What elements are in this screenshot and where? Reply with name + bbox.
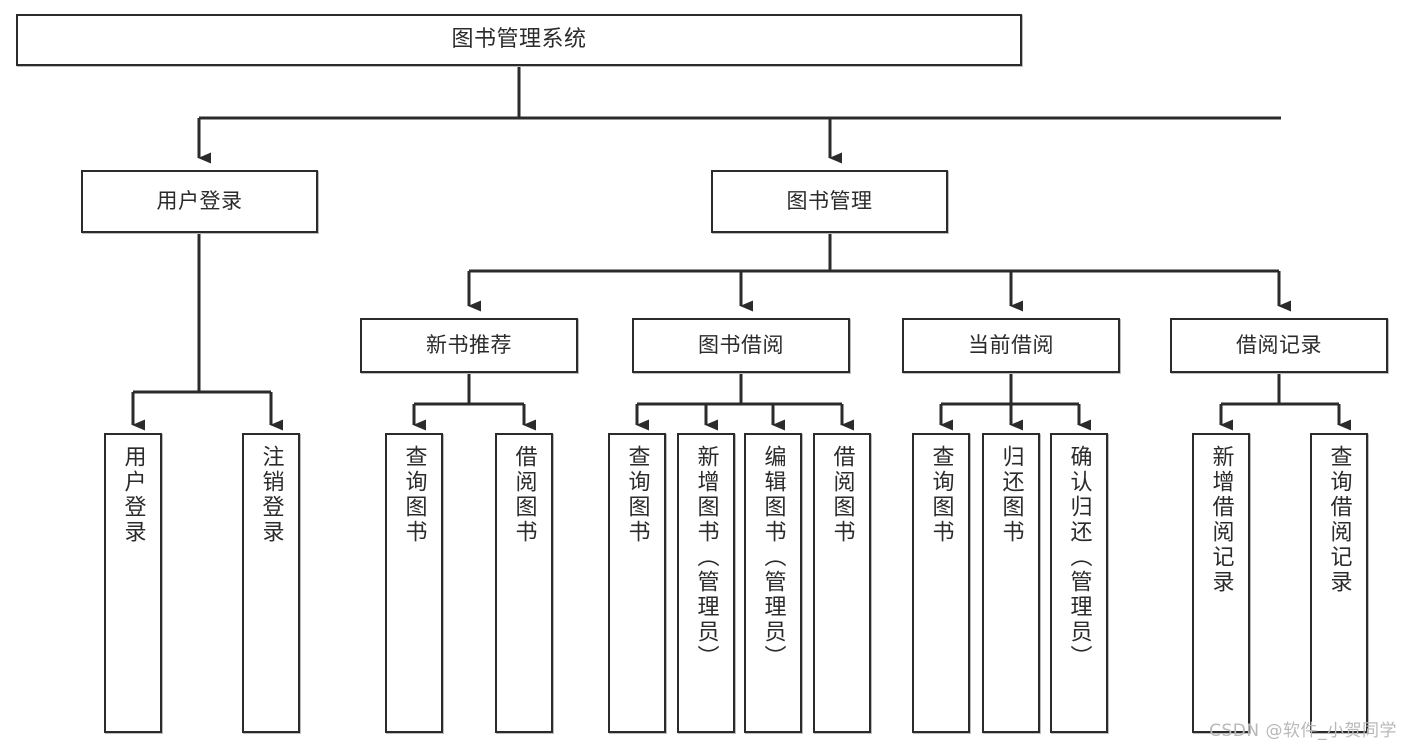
leaf-new-book-query[interactable]: 查询图书 [385, 433, 443, 733]
node-label: 编辑图书（管理员） [760, 445, 786, 670]
leaf-borrow-query-book[interactable]: 查询图书 [608, 433, 666, 733]
node-label: 查询借阅记录 [1326, 445, 1352, 595]
node-label: 查询图书 [624, 445, 650, 545]
leaf-new-book-borrow[interactable]: 借阅图书 [495, 433, 553, 733]
node-label: 新增借阅记录 [1208, 445, 1234, 595]
leaf-user-login-login[interactable]: 用户登录 [104, 433, 162, 733]
csdn-watermark: CSDN @软件_小贺同学 [1209, 721, 1397, 741]
node-label: 借阅记录 [1236, 333, 1322, 358]
node-label: 图书管理 [786, 189, 873, 214]
node-book-borrow[interactable]: 图书借阅 [632, 318, 850, 373]
node-user-login[interactable]: 用户登录 [81, 170, 318, 233]
leaf-record-add-record[interactable]: 新增借阅记录 [1192, 433, 1250, 733]
node-label: 图书借阅 [698, 333, 784, 358]
node-root-system[interactable]: 图书管理系统 [16, 14, 1022, 66]
node-label: 借阅图书 [511, 445, 537, 545]
leaf-record-query-record[interactable]: 查询借阅记录 [1310, 433, 1368, 733]
node-label: 新增图书（管理员） [693, 445, 719, 670]
node-label: 确认归还（管理员） [1066, 445, 1092, 670]
node-label: 注销登录 [258, 445, 284, 545]
node-current-borrow[interactable]: 当前借阅 [902, 318, 1120, 373]
leaf-user-login-logout[interactable]: 注销登录 [242, 433, 300, 733]
node-label: 当前借阅 [968, 333, 1054, 358]
node-label: 查询图书 [928, 445, 954, 545]
leaf-borrow-edit-book-admin[interactable]: 编辑图书（管理员） [744, 433, 802, 733]
node-label: 查询图书 [401, 445, 427, 545]
leaf-current-query-book[interactable]: 查询图书 [912, 433, 970, 733]
node-label: 归还图书 [998, 445, 1024, 545]
node-new-book-recommend[interactable]: 新书推荐 [360, 318, 578, 373]
node-label: 用户登录 [156, 189, 243, 214]
leaf-borrow-borrow-book[interactable]: 借阅图书 [813, 433, 871, 733]
node-label: 新书推荐 [426, 333, 512, 358]
node-book-management[interactable]: 图书管理 [711, 170, 948, 233]
leaf-current-return-book[interactable]: 归还图书 [982, 433, 1040, 733]
node-label: 借阅图书 [829, 445, 855, 545]
node-label: 图书管理系统 [451, 27, 587, 53]
node-label: 用户登录 [120, 445, 146, 545]
leaf-borrow-add-book-admin[interactable]: 新增图书（管理员） [677, 433, 735, 733]
node-borrow-record[interactable]: 借阅记录 [1170, 318, 1388, 373]
leaf-current-confirm-return-admin[interactable]: 确认归还（管理员） [1050, 433, 1108, 733]
